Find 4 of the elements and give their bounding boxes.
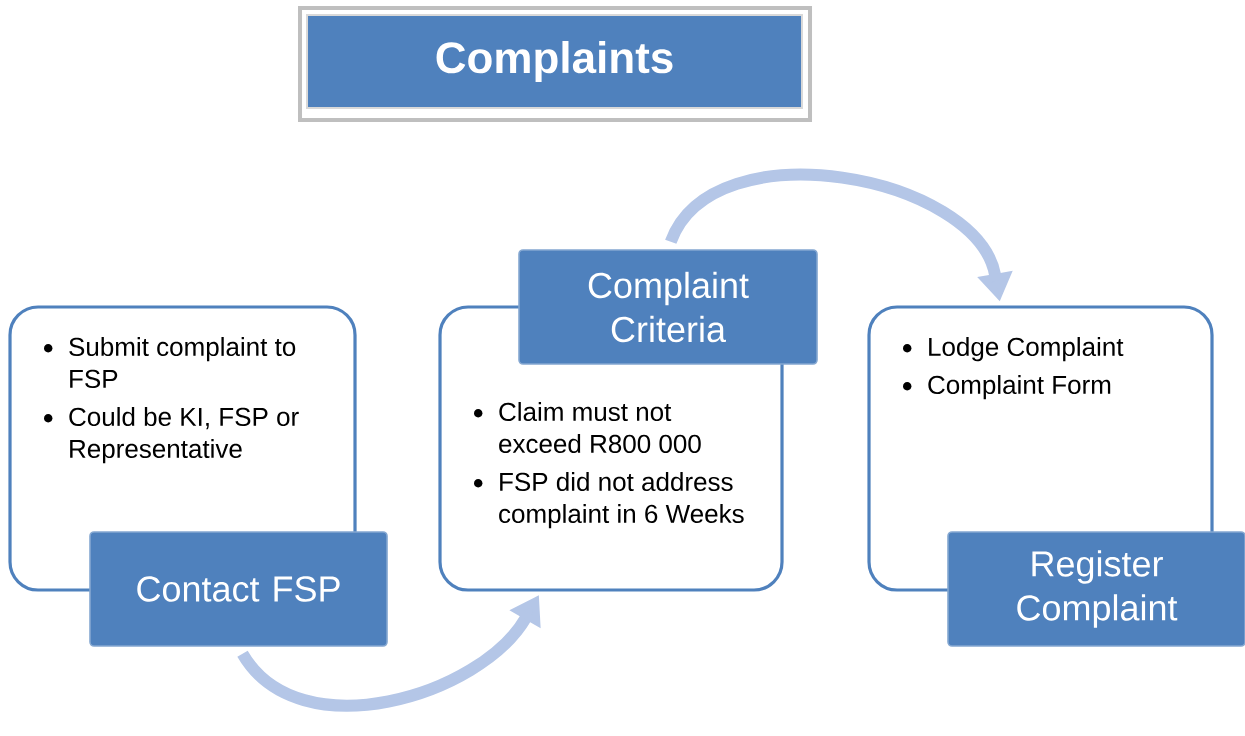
header-box: Contact FSP <box>89 531 388 647</box>
header-box: Register Complaint <box>947 531 1245 647</box>
header-box: Complaint Criteria <box>518 249 818 365</box>
title-banner: Complaints <box>298 6 812 122</box>
